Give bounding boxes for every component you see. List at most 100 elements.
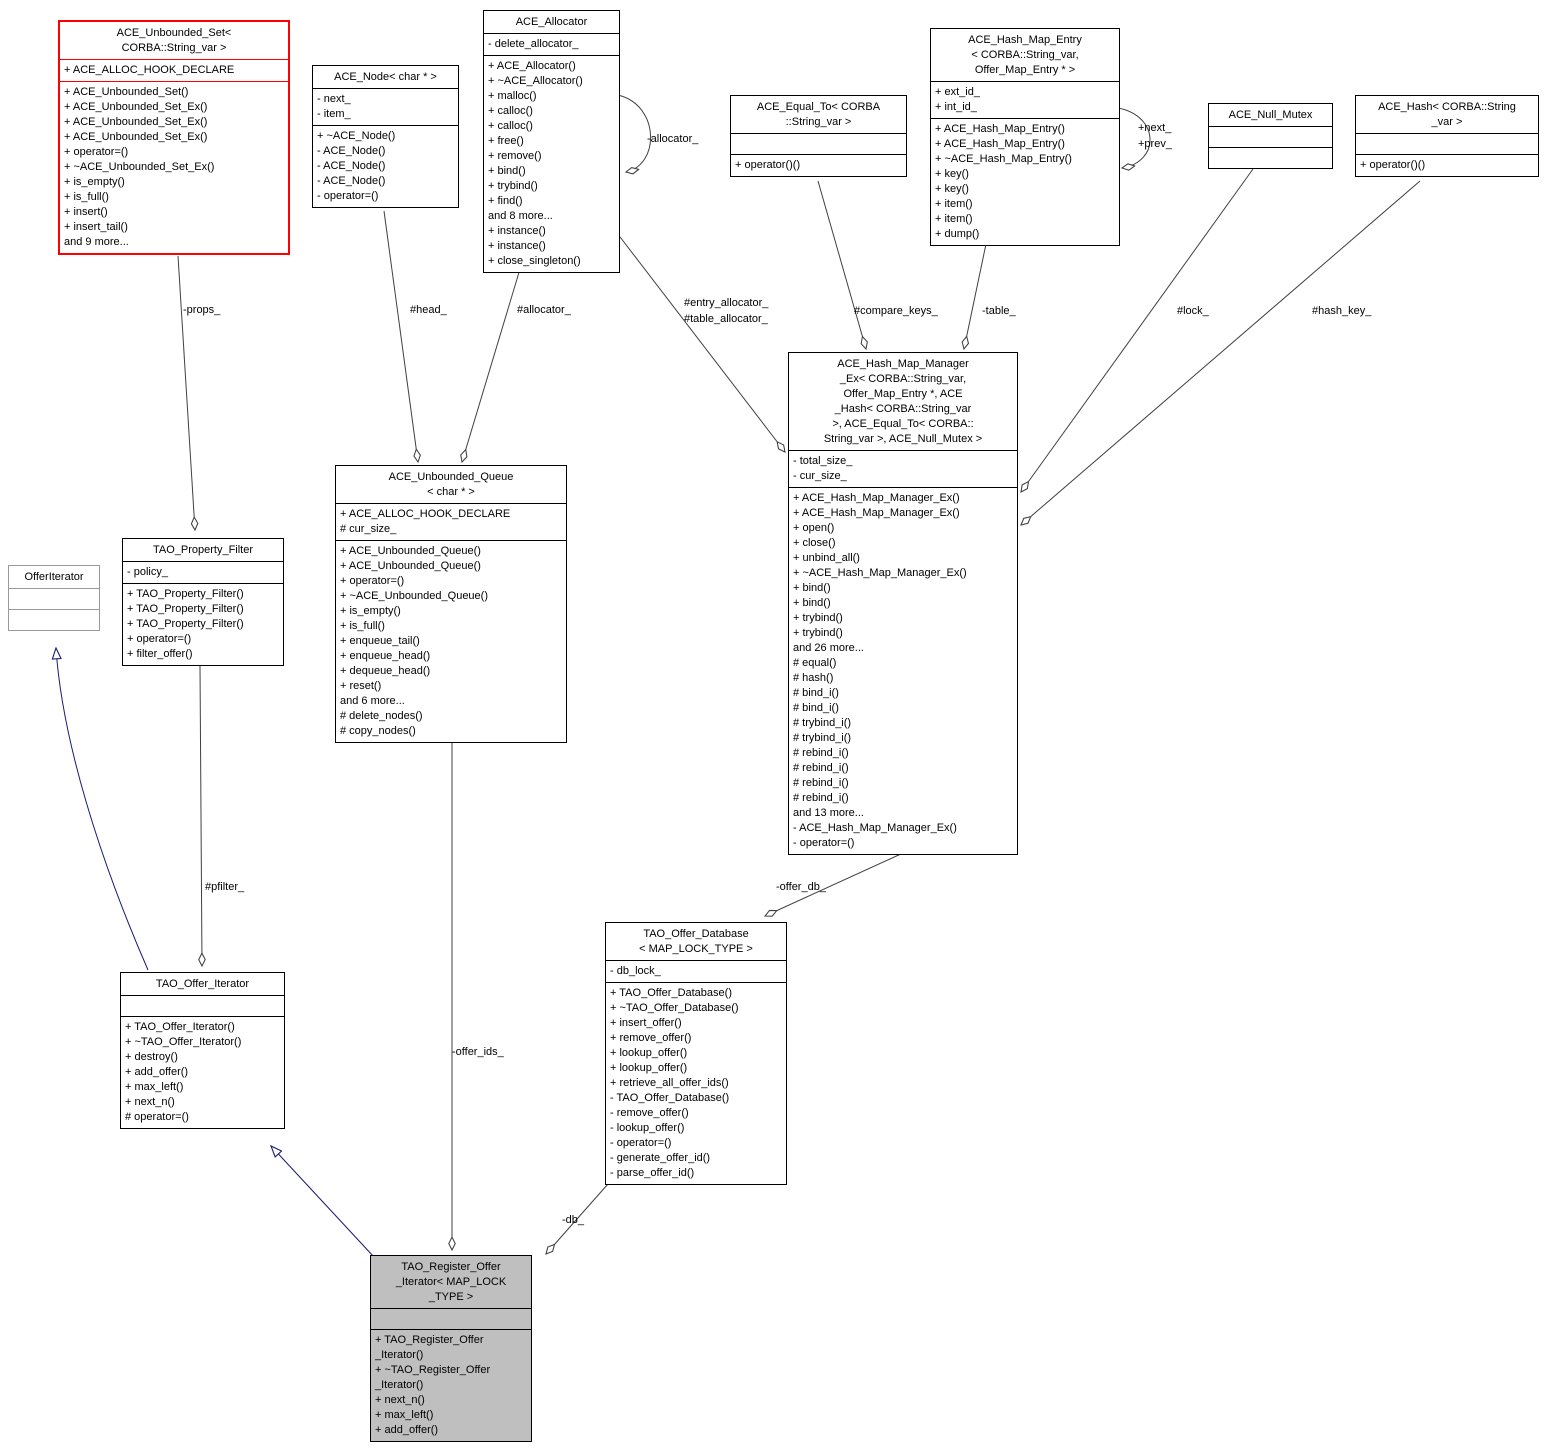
class-box-tao-offer-database[interactable]: TAO_Offer_Database< MAP_LOCK_TYPE >- db_… — [605, 922, 787, 1185]
class-member: - operator=() — [317, 190, 379, 202]
edge-label-pfilter: #pfilter_ — [205, 881, 245, 893]
class-member: + add_offer() — [125, 1066, 189, 1078]
class-methods-section: + TAO_Offer_Iterator()+ ~TAO_Offer_Itera… — [121, 1016, 284, 1128]
class-box-ace-unbounded-set[interactable]: ACE_Unbounded_Set<CORBA::String_var >+ A… — [58, 20, 290, 255]
class-title: OfferIterator — [24, 571, 84, 583]
class-member: + ACE_Unbounded_Queue() — [340, 545, 481, 557]
class-title: ACE_Hash_Map_Entry< CORBA::String_var,Of… — [968, 34, 1082, 76]
class-member: # rebind_i() — [793, 747, 849, 759]
class-methods-section: + ACE_Allocator()+ ~ACE_Allocator()+ mal… — [484, 55, 619, 272]
class-box-ace-hash-map-manager[interactable]: ACE_Hash_Map_Manager_Ex< CORBA::String_v… — [788, 352, 1018, 855]
edge-label-entry-table-allocator: #entry_allocator_ #table_allocator_ — [684, 297, 769, 325]
class-box-ace-hash-map-entry[interactable]: ACE_Hash_Map_Entry< CORBA::String_var,Of… — [930, 28, 1120, 246]
class-box-tao-property-filter[interactable]: TAO_Property_Filter- policy_+ TAO_Proper… — [122, 538, 284, 666]
class-methods-section: + operator()() — [731, 154, 906, 176]
class-box-ace-equal-to[interactable]: ACE_Equal_To< CORBA::String_var >+ opera… — [730, 95, 907, 177]
class-member: + ~ACE_Unbounded_Queue() — [340, 590, 488, 602]
class-member: # hash() — [793, 672, 834, 684]
class-title: TAO_Property_Filter — [152, 544, 254, 556]
class-member: + insert() — [64, 206, 108, 218]
class-member: + dequeue_head() — [340, 665, 431, 677]
class-member: + reset() — [340, 680, 382, 692]
class-member: + is_empty() — [340, 605, 401, 617]
class-member: + ACE_Hash_Map_Manager_Ex() — [793, 492, 960, 504]
class-member: + bind() — [793, 597, 831, 609]
class-member: + insert_tail() — [64, 221, 128, 233]
class-attrs-section: - delete_allocator_ — [484, 33, 619, 55]
class-member: + TAO_Register_Offer — [375, 1334, 484, 1346]
class-member: + ACE_Unbounded_Set_Ex() — [64, 101, 208, 113]
class-member: + is_full() — [64, 191, 109, 203]
class-member: + ~TAO_Offer_Iterator() — [125, 1036, 242, 1048]
class-member: + ~TAO_Register_Offer — [375, 1364, 491, 1376]
class-box-offer-iterator: OfferIterator — [8, 565, 100, 631]
class-box-ace-node[interactable]: ACE_Node< char * >- next_- item_+ ~ACE_N… — [312, 65, 459, 208]
class-methods-section: + ACE_Hash_Map_Entry()+ ACE_Hash_Map_Ent… — [931, 118, 1119, 245]
class-member: # copy_nodes() — [340, 725, 416, 737]
class-member: + instance() — [488, 240, 546, 252]
class-methods-section: + TAO_Property_Filter()+ TAO_Property_Fi… — [123, 583, 283, 665]
edge-compare-keys — [817, 180, 866, 349]
class-member: - db_lock_ — [610, 965, 661, 977]
class-box-ace-unbounded-queue[interactable]: ACE_Unbounded_Queue< char * > + ACE_ALLOC… — [335, 465, 567, 743]
class-member: + enqueue_head() — [340, 650, 431, 662]
class-member: + malloc() — [488, 90, 537, 102]
class-member: + trybind() — [793, 612, 843, 624]
class-member: + ACE_Hash_Map_Entry() — [935, 123, 1065, 135]
class-methods-section: + ~ACE_Node()- ACE_Node()- ACE_Node()- A… — [313, 125, 458, 207]
class-member: and 8 more... — [488, 210, 553, 222]
class-member: + max_left() — [375, 1409, 434, 1421]
class-attrs-section: + ext_id_+ int_id_ — [931, 81, 1119, 118]
class-member: + ~ACE_Node() — [317, 130, 396, 142]
class-member: - parse_offer_id() — [610, 1167, 695, 1179]
class-member: + ACE_Unbounded_Set() — [64, 86, 189, 98]
class-member: + key() — [935, 168, 969, 180]
class-member: + enqueue_tail() — [340, 635, 420, 647]
class-title: TAO_Offer_Iterator — [155, 978, 250, 990]
class-box-ace-hash[interactable]: ACE_Hash< CORBA::String_var >+ operator(… — [1355, 95, 1539, 177]
class-attrs-section: - total_size_- cur_size_ — [789, 450, 1017, 487]
edge-inherit-taoofferiterator — [271, 1146, 375, 1258]
class-member: _Iterator() — [375, 1379, 424, 1391]
class-member: # operator=() — [125, 1111, 189, 1123]
class-title: ACE_Hash_Map_Manager_Ex< CORBA::String_v… — [823, 358, 983, 445]
class-member: + item() — [935, 213, 973, 225]
class-box-ace-null-mutex[interactable]: ACE_Null_Mutex — [1208, 103, 1333, 169]
edge-allocator-self — [617, 94, 651, 172]
class-member: + lookup_offer() — [610, 1062, 688, 1074]
edge-label-hash-key: #hash_key_ — [1312, 305, 1372, 317]
class-member: - ACE_Hash_Map_Manager_Ex() — [793, 822, 957, 834]
class-title: ACE_Unbounded_Queue< char * > — [388, 471, 514, 498]
class-member: + dump() — [935, 228, 980, 240]
class-member: - ACE_Node() — [317, 145, 386, 157]
class-box-tao-offer-iterator[interactable]: TAO_Offer_Iterator + TAO_Offer_Iterator()… — [120, 972, 285, 1129]
class-member: + operator()() — [735, 159, 801, 171]
edge-label-next-prev: +next_ +prev_ — [1138, 122, 1172, 150]
class-member: + insert_offer() — [610, 1017, 682, 1029]
class-attrs-section: + ACE_ALLOC_HOOK_DECLARE — [60, 59, 288, 81]
class-title: ACE_Hash< CORBA::String_var > — [1378, 101, 1516, 128]
class-member: - generate_offer_id() — [610, 1152, 711, 1164]
class-member: + operator=() — [64, 146, 129, 158]
class-member: + is_empty() — [64, 176, 125, 188]
class-member: + destroy() — [125, 1051, 178, 1063]
class-member: # rebind_i() — [793, 762, 849, 774]
class-member: and 26 more... — [793, 642, 864, 654]
edge-props — [177, 255, 195, 530]
class-box-ace-allocator[interactable]: ACE_Allocator - delete_allocator_+ ACE_Al… — [483, 10, 620, 273]
edge-offer-db — [765, 852, 904, 916]
class-member: + key() — [935, 183, 969, 195]
class-title: ACE_Allocator — [515, 16, 588, 28]
class-member: + unbind_all() — [793, 552, 860, 564]
class-member: - remove_offer() — [610, 1107, 689, 1119]
class-methods-section — [1209, 147, 1332, 168]
edge-next-prev — [1117, 107, 1151, 168]
class-methods-section: + TAO_Offer_Database()+ ~TAO_Offer_Datab… — [606, 982, 786, 1184]
class-member: # cur_size_ — [340, 523, 397, 535]
class-member: - next_ — [317, 93, 351, 105]
class-member: + ACE_Unbounded_Queue() — [340, 560, 481, 572]
class-member: + find() — [488, 195, 523, 207]
class-attrs-section: + ACE_ALLOC_HOOK_DECLARE# cur_size_ — [336, 503, 566, 540]
class-methods-section: + operator()() — [1356, 154, 1538, 176]
class-member: + ~ACE_Unbounded_Set_Ex() — [64, 161, 215, 173]
